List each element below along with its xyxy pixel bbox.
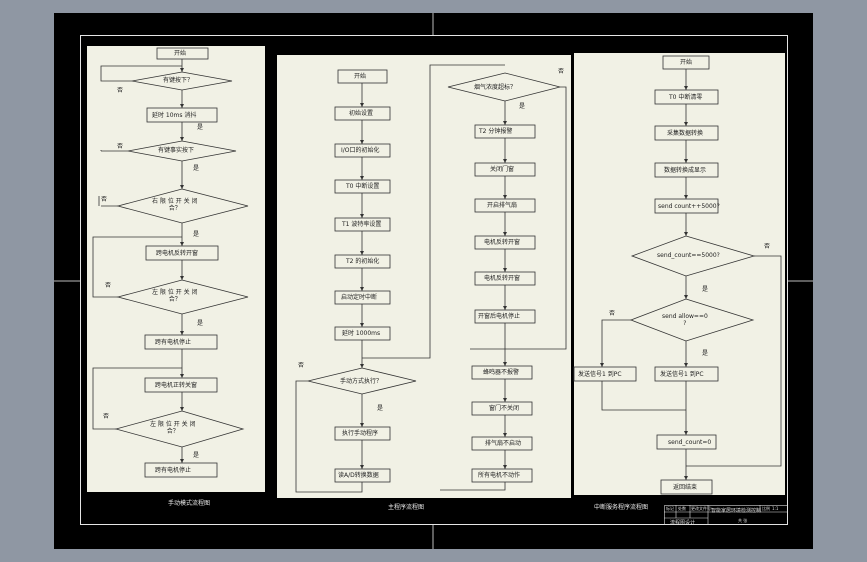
- irq-no-1: 否: [764, 243, 771, 250]
- main-s18: 排气扇不启动: [485, 440, 522, 447]
- main-no-2: 否: [558, 68, 565, 75]
- tb-c6: 共 张: [738, 518, 748, 523]
- manual-yes-4: 是: [197, 320, 204, 327]
- irq-yes-1: 是: [702, 286, 709, 293]
- manual-start-box: [156, 47, 209, 60]
- manual-q5: 左 限 位 开 关 闭 合？: [150, 421, 196, 435]
- irq-no-2: 否: [609, 310, 616, 317]
- irq-start: 开始: [680, 59, 693, 66]
- manual-q3: 右 限 位 开 关 闭 合？: [152, 198, 198, 212]
- irq-q2: send allow==0 ?: [662, 313, 708, 327]
- manual-yes-2: 是: [193, 165, 200, 172]
- manual-stop2: 跨有电机停止: [155, 467, 192, 474]
- manual-q1: 有键按下？: [163, 77, 194, 84]
- manual-motor-fwd: 跨电机反转开窗: [156, 250, 199, 257]
- tb-c3: 更改文件号: [691, 506, 711, 511]
- irq-s7: send_count=0: [668, 439, 712, 446]
- irq-caption: 中断服务程序流程图: [594, 504, 649, 511]
- main-yes-1: 是: [377, 405, 384, 412]
- main-s14: 电机反转开窗: [484, 275, 521, 282]
- manual-no-2: 否: [117, 143, 124, 150]
- manual-caption: 手动模式流程图: [168, 500, 211, 507]
- manual-q2: 有键事实按下: [158, 147, 195, 154]
- manual-yes-1: 是: [197, 124, 204, 131]
- irq-s1: T0 中断清零: [669, 94, 703, 101]
- main-s12: 开启排气扇: [487, 202, 518, 209]
- main-s17: 窗门不关闭: [489, 405, 520, 412]
- main-start-box: [337, 69, 388, 84]
- manual-no-3: 否: [101, 196, 108, 203]
- main-s11: 关闭门窗: [490, 166, 515, 173]
- main-yes-2: 是: [519, 103, 526, 110]
- irq-q1: send_count==5000?: [657, 252, 720, 259]
- tb-c1: 标记: [666, 506, 674, 511]
- tb-c5: 1:1: [772, 506, 779, 511]
- main-s1: 初始设置: [349, 110, 374, 117]
- irq-s3: 数据转换成显示: [664, 167, 707, 174]
- main-s7: 延时 1000ms: [342, 330, 381, 337]
- manual-no-4: 否: [105, 282, 112, 289]
- main-no-1: 否: [298, 362, 305, 369]
- main-s15: 开窗后电机停止: [478, 313, 521, 320]
- irq-s4: send count++5000?: [658, 203, 720, 210]
- manual-no-1: 否: [117, 87, 124, 94]
- main-q2: 烟气浓度超标？: [474, 84, 517, 91]
- main-s16: 蜂鸣器不报警: [483, 369, 520, 376]
- manual-yes-5: 是: [193, 452, 200, 459]
- manual-no-5: 否: [103, 413, 110, 420]
- manual-yes-3: 是: [193, 231, 200, 238]
- main-s4: T1 波特率设置: [342, 221, 382, 228]
- main-s19: 所有电机不动作: [478, 472, 521, 479]
- irq-s6: 发送信号1 到PC: [660, 371, 704, 378]
- main-s13: 电机反转开窗: [484, 239, 521, 246]
- main-q1: 手动方式执行？: [340, 378, 383, 385]
- manual-delay: 延时 10ms 消抖: [152, 112, 197, 119]
- manual-q4: 左 限 位 开 关 闭 合？: [152, 289, 198, 303]
- main-s5: T2 的初始化: [346, 258, 380, 265]
- main-s6: 启动定时中断: [341, 294, 378, 301]
- main-s2: I/O口的初始化: [341, 147, 380, 154]
- main-s3: T0 中断设置: [346, 183, 380, 190]
- manual-mode-panel: [87, 46, 265, 492]
- tb-c2: 处数: [678, 506, 686, 511]
- main-s8: 执行手动程序: [342, 430, 379, 437]
- main-s10: T2 分钟报警: [479, 128, 513, 135]
- main-program-panel: [277, 55, 571, 498]
- irq-yes-2: 是: [702, 350, 709, 357]
- manual-motor-rev: 跨电机正转关窗: [155, 382, 198, 389]
- irq-end: 返回结束: [673, 484, 698, 491]
- manual-start: 开始: [174, 50, 187, 57]
- tb-drawing: 流程图设计: [670, 520, 696, 526]
- manual-stop1: 跨有电机停止: [155, 339, 192, 346]
- tb-c4: 比例: [762, 506, 770, 511]
- manual-stop2-box: [144, 462, 218, 478]
- main-start: 开始: [354, 73, 367, 80]
- main-s9: 读A/D转换数据: [338, 472, 379, 479]
- irq-s2: 采集数据转换: [667, 130, 704, 137]
- irq-s5: 发送信号1 到PC: [578, 371, 622, 378]
- main-caption: 主程序流程图: [388, 504, 425, 511]
- tb-title: 智能家居环境检测控制: [711, 508, 762, 514]
- manual-stop1-box: [144, 334, 218, 350]
- manual-motor-rev-box: [144, 377, 218, 393]
